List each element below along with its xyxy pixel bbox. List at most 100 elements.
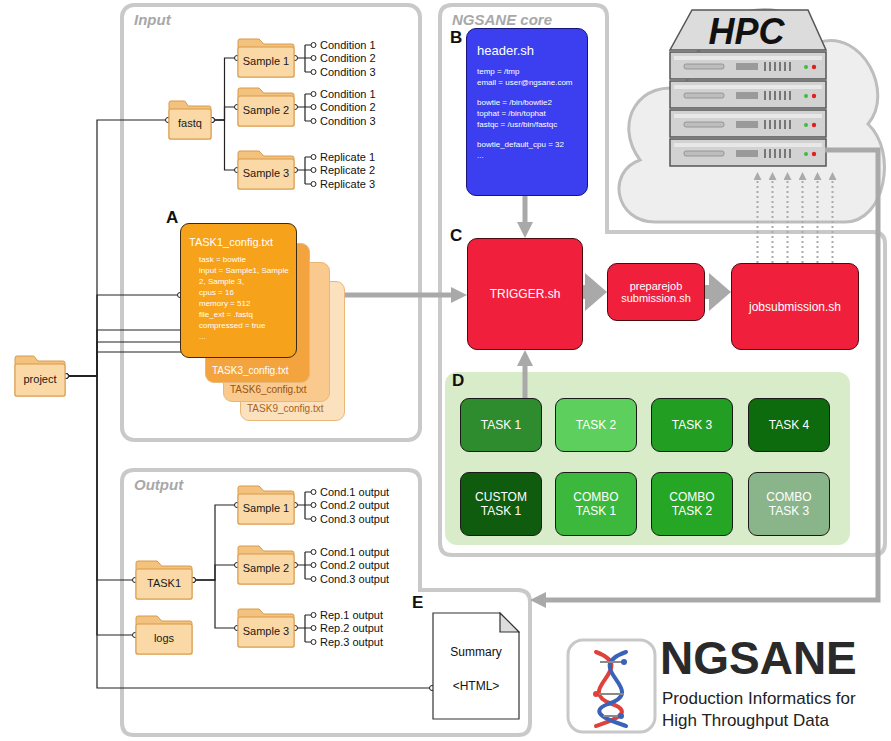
item-label: Cond.1 output [320,545,389,559]
file-title: TASK9_config.txt [247,403,340,414]
core-script: jobsubmission.sh [731,263,859,350]
item-label: Cond.2 output [320,558,389,572]
task-band [445,372,850,545]
folder-back [136,561,192,599]
item-label: Condition 3 [320,65,376,79]
folder-icon: Sample 3 [237,608,295,648]
item-dot [311,43,316,48]
dotted-arrow [817,180,819,263]
folder-icon: TASK1 [135,560,193,600]
file-line: bowtie_default_cpu = 32 [477,139,581,150]
folder-front [169,109,211,139]
task-label: CUSTOM TASK 1 [465,490,537,518]
header-script: header.shtemp = /tmpemail = user@ngsane.… [466,28,588,196]
drawing-part [670,81,826,108]
tree-line [193,565,237,580]
file-line: input = Sample1, Sample 2, Sample 3, [189,265,290,287]
page-fold [500,613,519,632]
dotted-arrow [832,180,834,263]
tree-line [66,376,135,635]
folder-label: TASK1 [147,577,181,589]
task-label: TASK 3 [672,418,712,432]
file-line: email = user@ngsane.com [477,77,581,88]
folder-label: Sample 1 [243,55,289,67]
folder-back [238,609,294,647]
drawing-part [618,713,624,719]
submit-arrow [705,285,709,299]
item-label: Condition 2 [320,51,376,65]
folder-icon: project [14,355,66,397]
folder-label: Sample 2 [243,104,289,116]
file-line: cpus = 16 [189,287,290,298]
folder-back [169,101,211,139]
file-line: fastqc = /usr/bin/fastqc [477,119,581,130]
item-label: Cond.1 output [320,485,389,499]
file-line: temp = /tmp [477,66,581,77]
file-line: ... [189,331,290,342]
callout-letter: A [166,211,178,225]
dotted-arrow [772,180,774,263]
item-dot [311,503,316,508]
item-dot [311,56,316,61]
folder-back [238,39,294,77]
tree-line [212,58,237,120]
folder-front [238,47,294,77]
item-dot [311,640,316,645]
folder-front [136,569,192,599]
tree-line [212,120,237,170]
task-label: COMBO TASK 2 [656,490,728,518]
hpc-server: HPC [668,5,825,170]
folder-label: logs [154,632,174,644]
logo-name: NGSANE [660,632,857,684]
task-box: TASK 4 [748,398,830,452]
submit-arrow [583,285,585,299]
item-label: Rep.2 output [320,621,383,635]
item-label: Condition 1 [320,87,376,101]
task-box: COMBO TASK 2 [651,472,733,536]
document-text: <HTML> [453,679,500,693]
item-label: Condition 1 [320,38,376,52]
drawing-part [670,139,826,166]
logo-tagline: Production Informatics for High Throughp… [662,688,884,732]
task-box: TASK 3 [651,398,733,452]
drawing-part [670,52,826,79]
item-label: Condition 2 [320,100,376,114]
file-line: tophat = /bin/tophat [477,108,581,119]
core-script: preparejob submission.sh [607,263,705,321]
item-label: Cond.3 output [320,512,389,526]
folder-icon: logs [135,615,193,655]
item-dot [311,517,316,522]
tree-line [66,295,180,376]
summary-document: Summary<HTML> [432,612,520,720]
folder-front [238,96,294,126]
task-label: TASK 1 [481,418,521,432]
return-arrow [546,150,878,600]
task-label: COMBO TASK 3 [753,490,825,518]
tree-line [66,376,432,688]
dotted-arrow [757,180,759,263]
item-label: Rep.3 output [320,635,383,649]
file-line: compressed = true [189,320,290,331]
drawing-part [600,661,622,663]
folder-front [238,554,294,584]
dotted-arrow [787,180,789,263]
file-title: TASK6_config.txt [230,384,325,395]
item-label: Cond.2 output [320,498,389,512]
file-title: TASK1_config.txt [189,236,290,248]
item-dot [311,119,316,124]
folder-front [15,364,65,396]
folder-back [238,151,294,189]
folder-icon: Sample 3 [237,150,295,190]
drawing-part [598,693,624,695]
core-script: TRIGGER.sh [467,238,583,350]
item-label: Replicate 3 [320,177,375,191]
task-box: TASK 1 [460,398,542,452]
logo-icon [568,640,655,732]
tree-line [193,505,237,580]
tree-line [66,120,168,376]
item-dot [311,577,316,582]
tree-line [66,376,135,580]
page-outline [433,613,519,719]
item-dot [311,70,316,75]
item-dot [311,550,316,555]
